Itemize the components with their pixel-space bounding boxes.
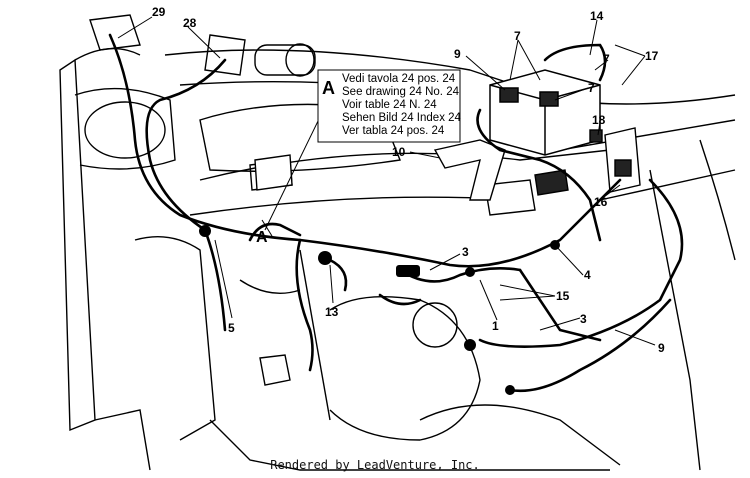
callout-9-lower: 9 (658, 341, 665, 355)
battery (489, 69, 601, 156)
reference-note-line-5: Ver tabla 24 pos. 24 (342, 125, 445, 137)
callout-5: 5 (228, 321, 235, 335)
callout-17: 17 (645, 49, 659, 63)
footer-credit: Rendered by LeadVenture, Inc. (270, 458, 480, 472)
wire-ties (199, 225, 560, 395)
callout-A: A (256, 229, 268, 246)
callout-9-top: 9 (454, 47, 461, 61)
reference-note: A Vedi tavola 24 pos. 24 See drawing 24 … (317, 69, 462, 143)
callout-4: 4 (584, 268, 591, 282)
callout-14: 14 (590, 9, 604, 23)
callout-16: 16 (594, 195, 608, 209)
callout-7-right: 7 (588, 81, 595, 95)
callout-7-mid: 7 (603, 52, 610, 66)
callout-3-upper: 3 (462, 245, 469, 259)
callout-7-top: 7 (514, 29, 521, 43)
wiring-harness (108, 33, 684, 393)
reference-note-line-2: See drawing 24 No. 24 (342, 86, 460, 98)
reference-note-line-4: Sehen Bild 24 Index 24 (342, 112, 462, 124)
callout-10: 10 (392, 145, 406, 159)
reference-note-letter: A (322, 78, 335, 98)
relay-boxes (254, 127, 641, 386)
callout-1: 1 (492, 319, 499, 333)
callout-13: 13 (325, 305, 339, 319)
leader-lines (117, 16, 656, 346)
callouts: 29 28 14 9 7 17 7 7 18 10 16 3 4 15 1 3 … (152, 5, 665, 355)
reference-note-box (317, 69, 461, 143)
callout-3-lower: 3 (580, 312, 587, 326)
callout-15: 15 (556, 289, 570, 303)
reference-note-line-3: Voir table 24 N. 24 (342, 99, 437, 111)
reference-note-line-1: Vedi tavola 24 pos. 24 (342, 73, 456, 85)
callout-29: 29 (152, 5, 166, 19)
callout-28: 28 (183, 16, 197, 30)
callout-18: 18 (592, 113, 606, 127)
